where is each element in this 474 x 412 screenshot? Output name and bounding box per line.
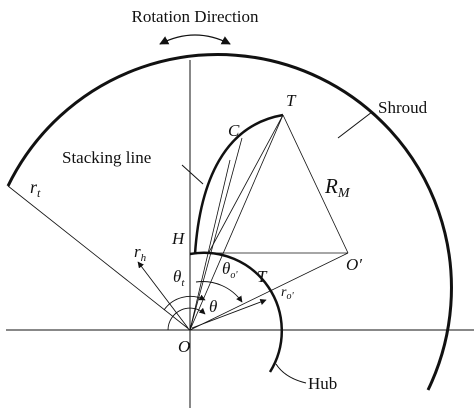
shroud-leader	[337, 111, 373, 139]
r-m-label: RM	[324, 174, 351, 201]
hub-label: Hub	[308, 374, 337, 393]
r-h-symbol: r	[134, 242, 141, 261]
line-o-to-mid	[189, 159, 231, 331]
line-o-to-oprime	[189, 252, 349, 331]
r-o-symbol: r	[281, 285, 287, 300]
shroud-arc	[6, 53, 453, 391]
r-h-subscript: h	[141, 252, 147, 264]
r-m-symbol: R	[324, 174, 338, 198]
r-t-label: rt	[30, 177, 41, 200]
theta-t-symbol: θ	[173, 267, 181, 286]
radius-line-rt	[7, 185, 191, 331]
theta-t-label: θt	[173, 267, 185, 289]
shroud-label: Shroud	[378, 98, 428, 117]
point-t-top-label: T	[286, 91, 297, 110]
line-t-to-oprime	[282, 114, 349, 254]
point-oprime-label: O′	[346, 255, 362, 274]
line-o-to-t	[189, 114, 284, 331]
theta-t-subscript: t	[181, 277, 185, 289]
angle-arc-theta-t	[163, 294, 206, 311]
point-t-mid-label: T	[257, 267, 268, 286]
r-o-label: ro'	[281, 285, 294, 302]
point-h-label: H	[171, 229, 186, 248]
rotation-direction-title: Rotation Direction	[131, 7, 259, 26]
hub-arc	[189, 251, 284, 373]
stacking-line-arc	[193, 113, 284, 255]
angle-arc-theta-o	[195, 281, 243, 303]
theta-o-subscript: o'	[230, 270, 238, 281]
hub-leader	[275, 363, 307, 384]
stacking-line-leader	[181, 164, 204, 185]
angle-arc-theta	[167, 307, 206, 331]
r-t-subscript: t	[37, 186, 41, 200]
r-t-symbol: r	[30, 177, 38, 197]
theta-o-symbol: θ	[222, 259, 230, 278]
radius-arrow-ro	[191, 299, 267, 329]
theta-label: θ	[209, 297, 217, 316]
r-h-label: rh	[134, 242, 147, 264]
rotation-arrow	[159, 34, 231, 45]
radius-arrow-rh	[137, 261, 189, 329]
point-o-label: O	[178, 337, 190, 356]
r-o-subscript: o'	[286, 291, 294, 302]
point-c-label: C	[228, 121, 240, 140]
line-t-to-chord	[207, 114, 284, 255]
r-m-subscript: M	[337, 186, 351, 201]
theta-o-label: θo'	[222, 259, 238, 281]
stacking-line-label: Stacking line	[62, 148, 151, 167]
